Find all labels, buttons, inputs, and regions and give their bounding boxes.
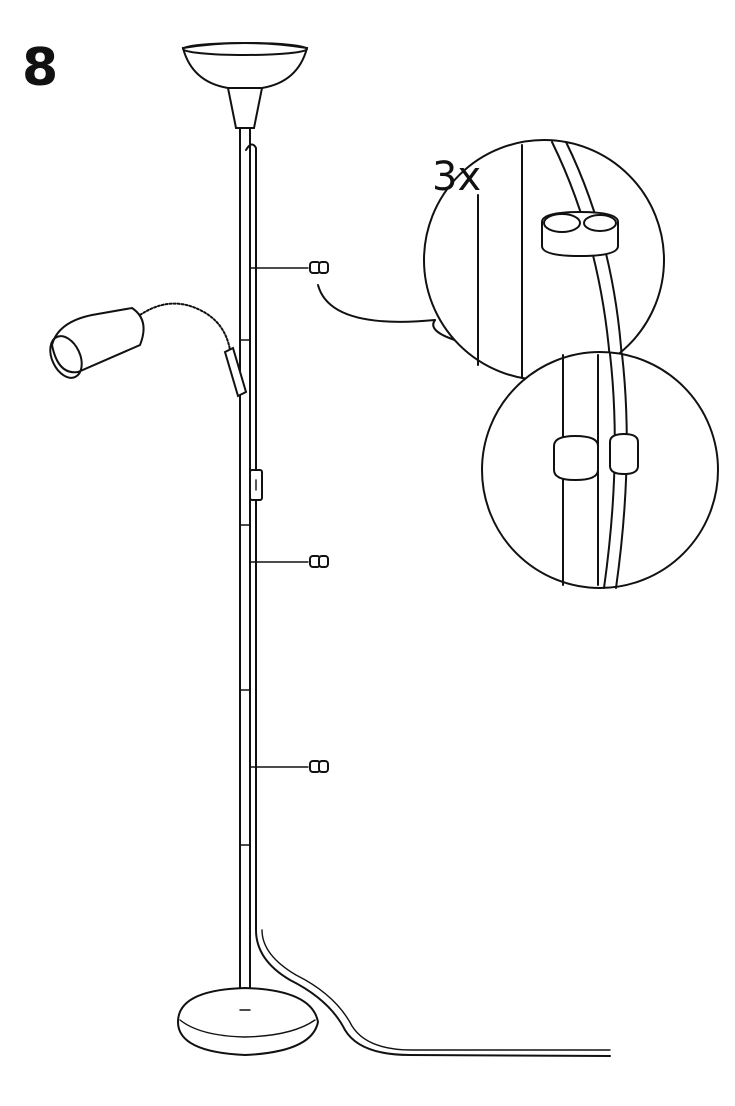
- cable-clip-icon: [309, 760, 329, 773]
- cable-clip-icon: [309, 555, 329, 568]
- cable-clip-icon: [309, 261, 329, 274]
- magnified-detail-icon: [481, 351, 719, 589]
- step-number: 8: [22, 38, 59, 98]
- floor-lamp-icon: [49, 42, 611, 1057]
- magnified-detail-icon: [317, 139, 665, 381]
- quantity-label: 3x: [432, 154, 481, 200]
